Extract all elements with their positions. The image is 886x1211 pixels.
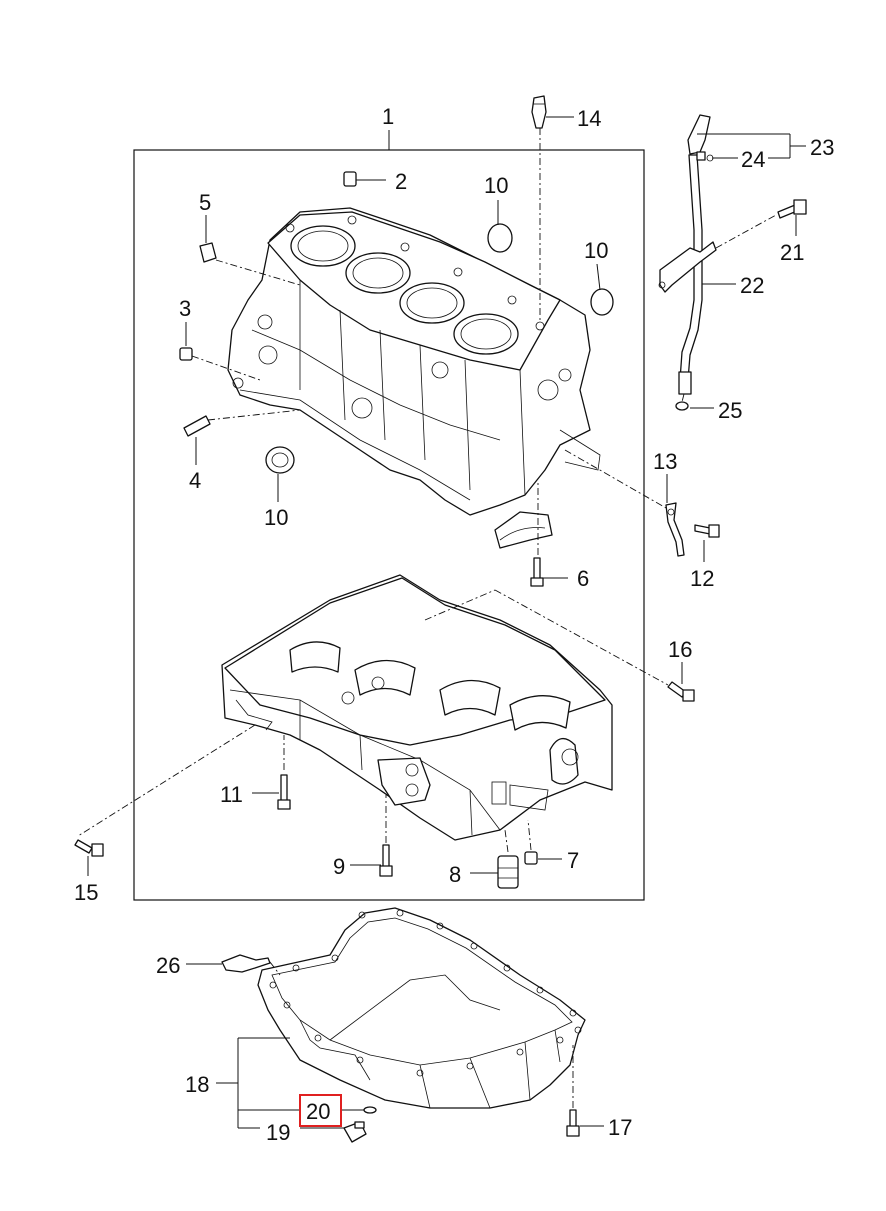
part-26-sensor[interactable] xyxy=(221,954,271,973)
label-part-3: 3 xyxy=(179,296,191,321)
part-14-plug[interactable] xyxy=(531,95,547,129)
label-part-10-right: 10 xyxy=(584,238,608,263)
part-12-bolt[interactable] xyxy=(694,524,720,538)
label-part-26: 26 xyxy=(156,953,180,978)
label-part-5: 5 xyxy=(199,190,211,215)
part-9-bolt[interactable] xyxy=(379,844,393,877)
label-part-2: 2 xyxy=(395,169,407,194)
part-16-bolt[interactable] xyxy=(667,681,695,702)
part-5-plug[interactable] xyxy=(199,242,217,263)
part-20-gasket[interactable] xyxy=(363,1106,377,1114)
oil-level-gauge-assembly[interactable] xyxy=(658,114,717,395)
part-15-bolt[interactable] xyxy=(74,839,104,857)
label-part-11: 11 xyxy=(220,782,243,807)
label-part-10-left: 10 xyxy=(264,505,288,530)
part-19-drain-plug[interactable] xyxy=(343,1121,367,1143)
label-part-22: 22 xyxy=(740,273,764,298)
part-13-bracket[interactable] xyxy=(665,502,685,557)
part-25-o-ring[interactable] xyxy=(675,401,689,411)
part-11-bolt[interactable] xyxy=(277,774,291,810)
part-10-plug-right[interactable] xyxy=(590,288,614,316)
lower-crankcase[interactable] xyxy=(221,574,613,841)
label-part-25: 25 xyxy=(718,398,742,423)
label-part-6: 6 xyxy=(577,566,589,591)
label-part-23: 23 xyxy=(810,135,834,160)
label-part-8: 8 xyxy=(449,862,461,887)
label-part-15: 15 xyxy=(74,880,98,905)
part-7-cap[interactable] xyxy=(524,851,538,865)
part-2-dowel[interactable] xyxy=(343,171,357,187)
label-part-24: 24 xyxy=(741,147,765,172)
part-8-sleeve[interactable] xyxy=(497,855,519,889)
label-part-4: 4 xyxy=(189,468,201,493)
label-part-16: 16 xyxy=(668,637,692,662)
part-10-plug-top[interactable] xyxy=(487,223,513,253)
part-10-seal-left[interactable] xyxy=(265,446,295,474)
part-17-bolt[interactable] xyxy=(566,1109,580,1137)
label-part-12: 12 xyxy=(690,566,714,591)
leader-lines xyxy=(87,116,806,1129)
assembly-dashed-lines xyxy=(77,128,777,1108)
label-part-9: 9 xyxy=(333,854,345,879)
oil-pan[interactable] xyxy=(257,907,586,1109)
part-24-pin[interactable] xyxy=(696,151,714,162)
label-part-14: 14 xyxy=(577,106,601,131)
label-part-19: 19 xyxy=(266,1120,290,1145)
label-part-20: 20 xyxy=(306,1099,330,1124)
label-part-18: 18 xyxy=(185,1072,209,1097)
label-part-13: 13 xyxy=(653,449,677,474)
part-6-bolt[interactable] xyxy=(530,557,544,587)
part-number-labels: 1 2 5 10 10 3 4 10 6 14 23 24 21 22 25 1… xyxy=(74,104,834,1145)
label-part-21: 21 xyxy=(780,240,804,265)
label-part-7: 7 xyxy=(567,848,579,873)
part-3-dowel[interactable] xyxy=(179,347,193,361)
label-part-1: 1 xyxy=(382,104,394,129)
label-part-17: 17 xyxy=(608,1115,632,1140)
highlight-box-part-20 xyxy=(299,1094,342,1127)
part-4-stud[interactable] xyxy=(183,415,211,437)
cylinder-block[interactable] xyxy=(227,207,601,549)
part-21-bolt[interactable] xyxy=(777,199,807,219)
label-part-10-top: 10 xyxy=(484,173,508,198)
